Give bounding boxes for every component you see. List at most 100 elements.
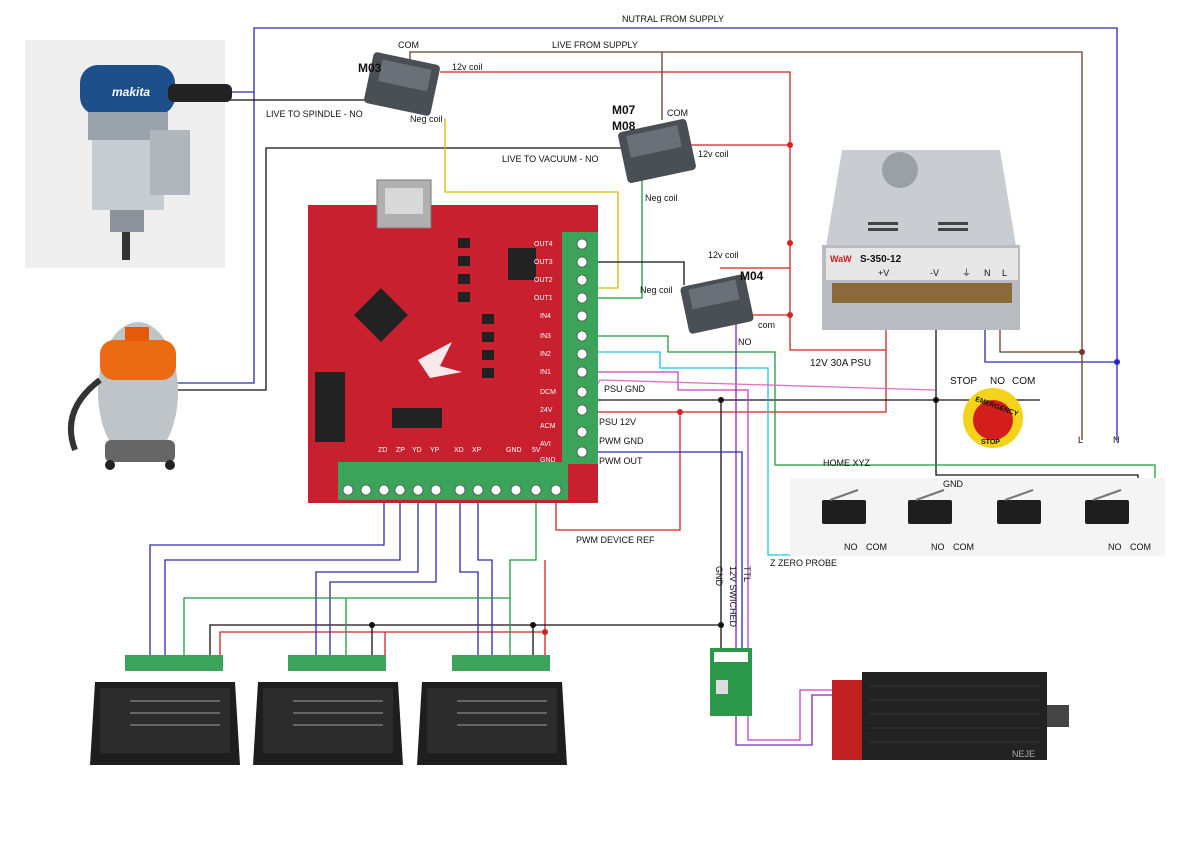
junction-dot [1079, 349, 1085, 355]
board-in1: IN1 [540, 369, 551, 376]
board-xd: XD [454, 447, 464, 454]
wire-live-to-vacuum [170, 147, 640, 391]
estop-com-label: COM [1012, 376, 1035, 387]
relay-m03-neg: Neg coil [410, 114, 443, 124]
limit-switch [822, 500, 866, 524]
label-nutral-supply: NUTRAL FROM SUPPLY [622, 14, 724, 24]
board-out3: OUT3 [534, 259, 553, 266]
psu-l: L [1002, 268, 1007, 278]
switch2-no: NO [931, 542, 945, 552]
label-home-xyz: HOME XYZ [823, 458, 871, 468]
psu-model: S-350-12 [860, 254, 902, 265]
wire-neutral-to-vacuum [170, 92, 255, 384]
wire-ttl [594, 371, 832, 741]
board-gnd-r: GND [540, 457, 556, 464]
junction-dot [718, 622, 724, 628]
psu-brand: WaW [830, 254, 852, 264]
limit-switches: NO COM NO COM NO COM [790, 478, 1165, 556]
board-gnd-b: GND [506, 447, 522, 454]
wire-driver-gnd [209, 624, 721, 662]
limit-switch [1085, 500, 1129, 524]
switch4-no: NO [1108, 542, 1122, 552]
label-pwm-gnd: PWM GND [599, 436, 644, 446]
laser-brand: NEJE [1012, 749, 1035, 759]
emergency-stop: EMERGENCY STOP STOP NO COM [950, 376, 1035, 448]
switch2-com: COM [953, 542, 974, 552]
switch4-com: COM [1130, 542, 1151, 552]
relay-m07-neg: Neg coil [645, 193, 678, 203]
spindle-brand: makita [112, 85, 150, 99]
label-pwm-out: PWM OUT [599, 456, 643, 466]
limit-switch [997, 500, 1041, 524]
relay-m04-coil: 12v coil [708, 250, 739, 260]
junction-dot [787, 312, 793, 318]
board-yd: YD [412, 447, 422, 454]
psu-vplus: +V [878, 268, 889, 278]
relay-m03-coil: 12v coil [452, 62, 483, 72]
label-gnd-vertical: GND [714, 566, 724, 587]
label-12v-switched: 12V SWICHED [728, 566, 738, 628]
board-yp: YP [430, 447, 440, 454]
board-out4: OUT4 [534, 241, 553, 248]
estop-no-label: NO [990, 376, 1005, 387]
wire-m03-neg [444, 118, 619, 289]
relay-m03-com: COM [398, 40, 419, 50]
relay-m04-name: M04 [740, 269, 764, 283]
relay-m08-name: M08 [612, 119, 636, 133]
relay-m07-coil: 12v coil [698, 149, 729, 159]
stepper-drivers [90, 655, 567, 765]
spindle-router: makita [25, 40, 232, 268]
board-output-labels: OUT4 OUT3 OUT2 OUT1 IN4 IN3 IN2 IN1 DCM … [534, 241, 556, 464]
junction-dot [787, 142, 793, 148]
limit-switch [908, 500, 952, 524]
wire-step-y2 [329, 490, 437, 662]
wire-step-z2 [164, 490, 401, 662]
wire-pwm-out [594, 451, 743, 655]
wire-step-x2 [477, 490, 493, 662]
junction-dot [787, 240, 793, 246]
wire-step-x1 [459, 490, 479, 662]
estop-stop-label: STOP [950, 376, 977, 387]
wire-pwm-ref [555, 412, 681, 531]
board-in3: IN3 [540, 333, 551, 340]
label-live-spindle: LIVE TO SPINDLE - NO [266, 109, 363, 119]
board-zd: ZD [378, 447, 387, 454]
switch1-com: COM [866, 542, 887, 552]
wires [149, 27, 1156, 746]
psu-ground: ⏚ [962, 268, 971, 278]
board-in2: IN2 [540, 351, 551, 358]
wire-step-y1 [315, 490, 419, 662]
laser-driver-board [710, 648, 752, 716]
laser-module: NEJE [832, 672, 1069, 760]
wire-12v-coil-bus [440, 71, 887, 351]
label-psu-12v: PSU 12V [599, 417, 636, 427]
junctions [369, 142, 1120, 635]
junction-dot [1114, 359, 1120, 365]
relay-m07-name: M07 [612, 103, 636, 117]
relay-m07-m08: M07 M08 COM 12v coil Neg coil [612, 103, 729, 203]
label-pwm-device-ref: PWM DEVICE REF [576, 535, 655, 545]
relay-m04: M04 12v coil Neg coil com NO [640, 250, 775, 347]
stepper-driver-1 [90, 655, 240, 765]
label-line-n: N [1113, 435, 1120, 445]
junction-dot [718, 397, 724, 403]
wire-labels: NUTRAL FROM SUPPLY LIVE FROM SUPPLY LIVE… [266, 14, 1120, 628]
junction-dot [369, 622, 375, 628]
board-out2: OUT2 [534, 277, 553, 284]
psu-n: N [984, 268, 991, 278]
label-z-zero-probe: Z ZERO PROBE [770, 558, 837, 568]
label-live-supply: LIVE FROM SUPPLY [552, 40, 638, 50]
psu-caption: 12V 30A PSU [810, 358, 871, 369]
relay-m04-neg: Neg coil [640, 285, 673, 295]
relay-m07-com: COM [667, 108, 688, 118]
wire-m04-neg [594, 261, 685, 285]
wire-driver-12v [219, 560, 546, 662]
board-dcm: DCM [540, 389, 556, 396]
board-bottom-labels: ZD ZP YD YP XD XP GND 5V [378, 447, 541, 454]
estop-center-text: STOP [981, 439, 1000, 446]
label-ttl: TTL [742, 566, 752, 582]
board-avi: AVI [540, 441, 551, 448]
board-out1: OUT1 [534, 295, 553, 302]
